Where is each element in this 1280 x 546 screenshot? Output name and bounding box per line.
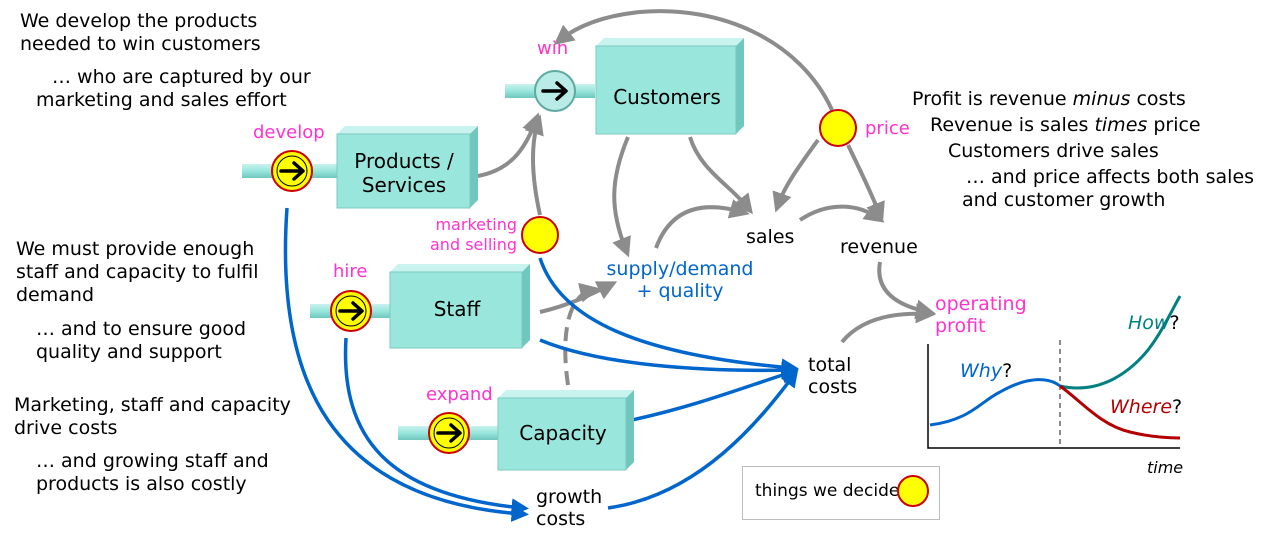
- label-growth-1: growth: [536, 486, 603, 508]
- inset-how-label: How?: [1128, 312, 1180, 334]
- label-operating-1: operating: [935, 293, 1027, 315]
- link-growth-to-costs: [607, 369, 799, 510]
- link-costs-to-profit: [840, 303, 936, 344]
- note-staff-3: demand: [16, 284, 95, 306]
- stock-capacity-label: Capacity: [519, 421, 607, 445]
- label-marketing-2: and selling: [430, 235, 517, 254]
- note-staff-2: staff and capacity to fulfil: [16, 261, 259, 283]
- grey-links: [477, 9, 936, 344]
- note-captured-2: marketing and sales effort: [36, 89, 287, 111]
- stock-capacity: [497, 390, 634, 471]
- curve-where: [1059, 384, 1181, 440]
- legend-box: things we decide: [742, 466, 940, 520]
- label-sales: sales: [746, 226, 795, 248]
- valve-hire-icon: [330, 290, 372, 332]
- link-capacity-to-costs: [631, 366, 799, 422]
- link-supply-to-sales: [654, 199, 750, 249]
- link-price-to-win: [553, 9, 834, 111]
- link-staff-to-costs: [539, 338, 799, 379]
- link-marketing-to-costs: [538, 257, 799, 376]
- link-capacity-to-supply: [563, 282, 600, 386]
- note-quality-1: … and to ensure good: [36, 318, 247, 340]
- label-growth-2: costs: [536, 508, 586, 530]
- stock-products: [336, 126, 478, 209]
- blue-links: [283, 207, 799, 522]
- valve-win-icon: [534, 70, 576, 112]
- label-supply-1: supply/demand: [606, 258, 754, 280]
- note-price-2: and customer growth: [962, 189, 1166, 211]
- note-develop-1: We develop the products: [20, 10, 258, 32]
- note-customers: Customers drive sales: [948, 140, 1159, 162]
- link-price-to-revenue: [846, 144, 885, 223]
- stock-customers-label: Customers: [613, 85, 721, 109]
- note-captured-1: … who are captured by our: [52, 66, 311, 88]
- link-marketing-to-win: [524, 114, 544, 216]
- link-products-to-win: [477, 112, 542, 178]
- link-hire-to-growth: [343, 337, 529, 516]
- curve-why: [929, 378, 1061, 427]
- note-growing-2: products is also costly: [36, 473, 247, 495]
- label-supply-2: + quality: [636, 280, 724, 302]
- link-price-to-sales: [772, 138, 820, 213]
- link-revenue-to-profit: [877, 261, 936, 320]
- label-operating-2: profit: [935, 315, 986, 337]
- link-customers-to-supply: [612, 136, 631, 258]
- note-costs-2: drive costs: [14, 417, 118, 439]
- label-total-2: costs: [808, 376, 858, 398]
- inset-axes: [927, 344, 1180, 449]
- stock-customers: [595, 38, 744, 135]
- legend-decision-icon: [897, 475, 929, 507]
- note-revenue: Revenue is sales times price: [930, 114, 1201, 136]
- inset-chart: [927, 295, 1182, 449]
- note-price-1: … and price affects both sales: [966, 166, 1255, 188]
- note-develop-2: needed to win customers: [20, 33, 261, 55]
- link-customers-to-sales: [688, 136, 753, 215]
- stock-staff: [389, 264, 530, 349]
- note-growing-1: … and growing staff and: [36, 450, 269, 472]
- label-total-1: total: [808, 354, 852, 376]
- note-profit: Profit is revenue minus costs: [912, 88, 1186, 110]
- note-staff-1: We must provide enough: [16, 238, 255, 260]
- label-win: win: [537, 38, 569, 59]
- valve-develop-icon: [271, 150, 313, 192]
- stock-staff-label: Staff: [433, 297, 481, 321]
- inset-where-label: Where?: [1110, 396, 1183, 418]
- stock-products-label-1: Products /: [354, 149, 454, 173]
- label-develop: develop: [253, 122, 325, 143]
- label-price: price: [865, 118, 910, 139]
- label-hire: hire: [333, 261, 368, 282]
- label-marketing-1: marketing: [435, 215, 517, 234]
- link-sales-to-revenue: [798, 202, 885, 223]
- curve-how: [1059, 295, 1182, 390]
- note-costs-1: Marketing, staff and capacity: [14, 394, 291, 416]
- inset-time-label: time: [1147, 458, 1184, 477]
- decision-price-icon: [819, 109, 857, 147]
- inset-why-label: Why?: [960, 360, 1013, 382]
- legend-text: things we decide: [755, 481, 900, 501]
- stock-products-label-2: Services: [361, 173, 447, 197]
- link-develop-to-growth: [283, 207, 529, 522]
- label-revenue: revenue: [840, 236, 918, 258]
- decision-marketing-icon: [521, 216, 559, 254]
- valve-expand-icon: [428, 412, 470, 454]
- note-quality-2: quality and support: [36, 341, 222, 363]
- label-expand: expand: [426, 384, 493, 405]
